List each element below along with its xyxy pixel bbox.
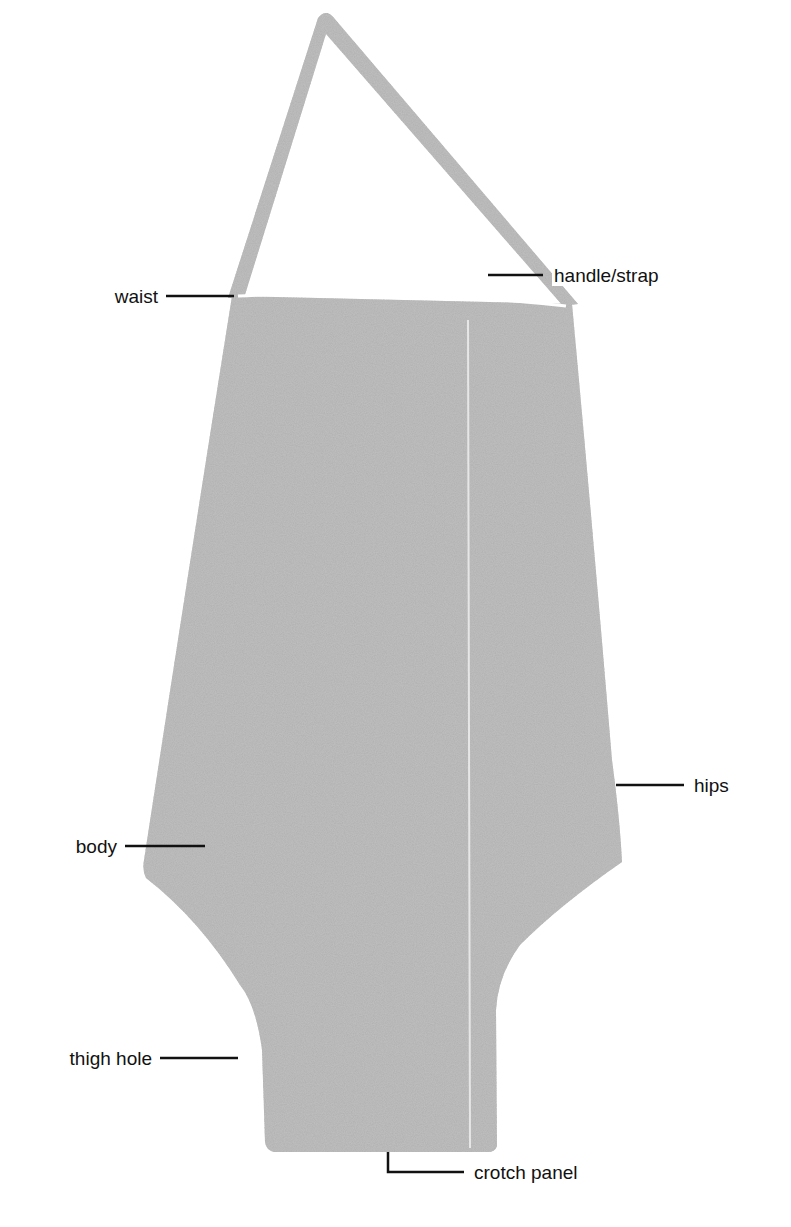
bag-fabric xyxy=(143,13,622,1152)
part-label: crotch panel xyxy=(472,1162,580,1183)
strap xyxy=(228,13,578,306)
part-label: thigh hole xyxy=(68,1048,154,1069)
part-label: hips xyxy=(692,775,731,796)
leader-line xyxy=(488,274,543,277)
bag-body xyxy=(143,296,622,1152)
part-label: body xyxy=(74,836,119,857)
leader-line xyxy=(160,1057,238,1060)
waist-edge xyxy=(238,294,566,306)
leader-line xyxy=(388,1152,464,1172)
seam xyxy=(468,320,470,1148)
leader-line xyxy=(125,845,205,848)
leader-line xyxy=(166,295,234,298)
leader-line xyxy=(616,784,684,787)
part-label: handle/strap xyxy=(552,265,661,286)
leader-lines xyxy=(125,275,684,1172)
part-label: waist xyxy=(113,286,160,307)
